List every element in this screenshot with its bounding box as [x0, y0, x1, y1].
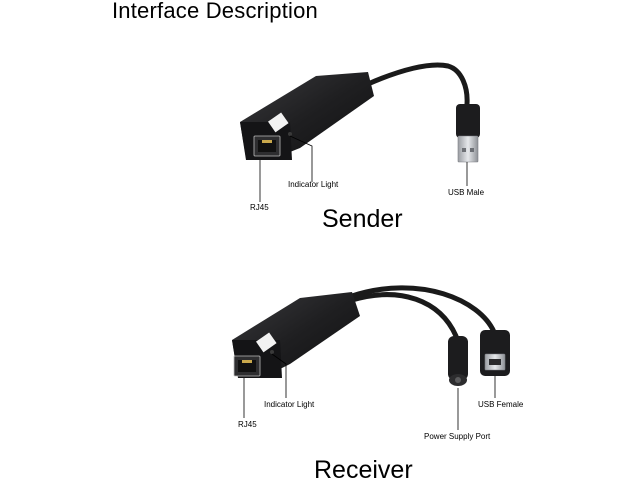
receiver-label-power-supply-port: Power Supply Port [424, 432, 491, 441]
receiver-caption: Receiver [314, 456, 413, 484]
sender-cable [365, 62, 470, 107]
receiver-label-rj45: RJ45 [238, 420, 257, 429]
sender-label-usb-male: USB Male [448, 188, 485, 197]
sender-usb-male-housing [456, 104, 480, 138]
sender-leader-indicator [289, 135, 313, 182]
sender-usb-male-plug [457, 135, 479, 163]
sender-device [240, 62, 480, 202]
receiver-label-usb-female: USB Female [478, 400, 524, 409]
receiver-power-port [448, 336, 468, 380]
sender-label-rj45: RJ45 [250, 203, 269, 212]
receiver-label-indicator-light: Indicator Light [264, 400, 315, 409]
receiver-leader-indicator [271, 353, 287, 398]
receiver-cable-usb [349, 285, 497, 335]
page-title: Interface Description [112, 0, 318, 23]
sender-caption: Sender [322, 205, 403, 233]
sender-label-indicator-light: Indicator Light [288, 180, 339, 189]
receiver-label-sticker [256, 332, 277, 353]
receiver-cable-power [349, 292, 459, 339]
sender-indicator-light [288, 132, 292, 136]
sender-label-sticker [268, 112, 289, 133]
receiver-indicator-light [270, 350, 274, 354]
receiver-device [232, 285, 510, 430]
